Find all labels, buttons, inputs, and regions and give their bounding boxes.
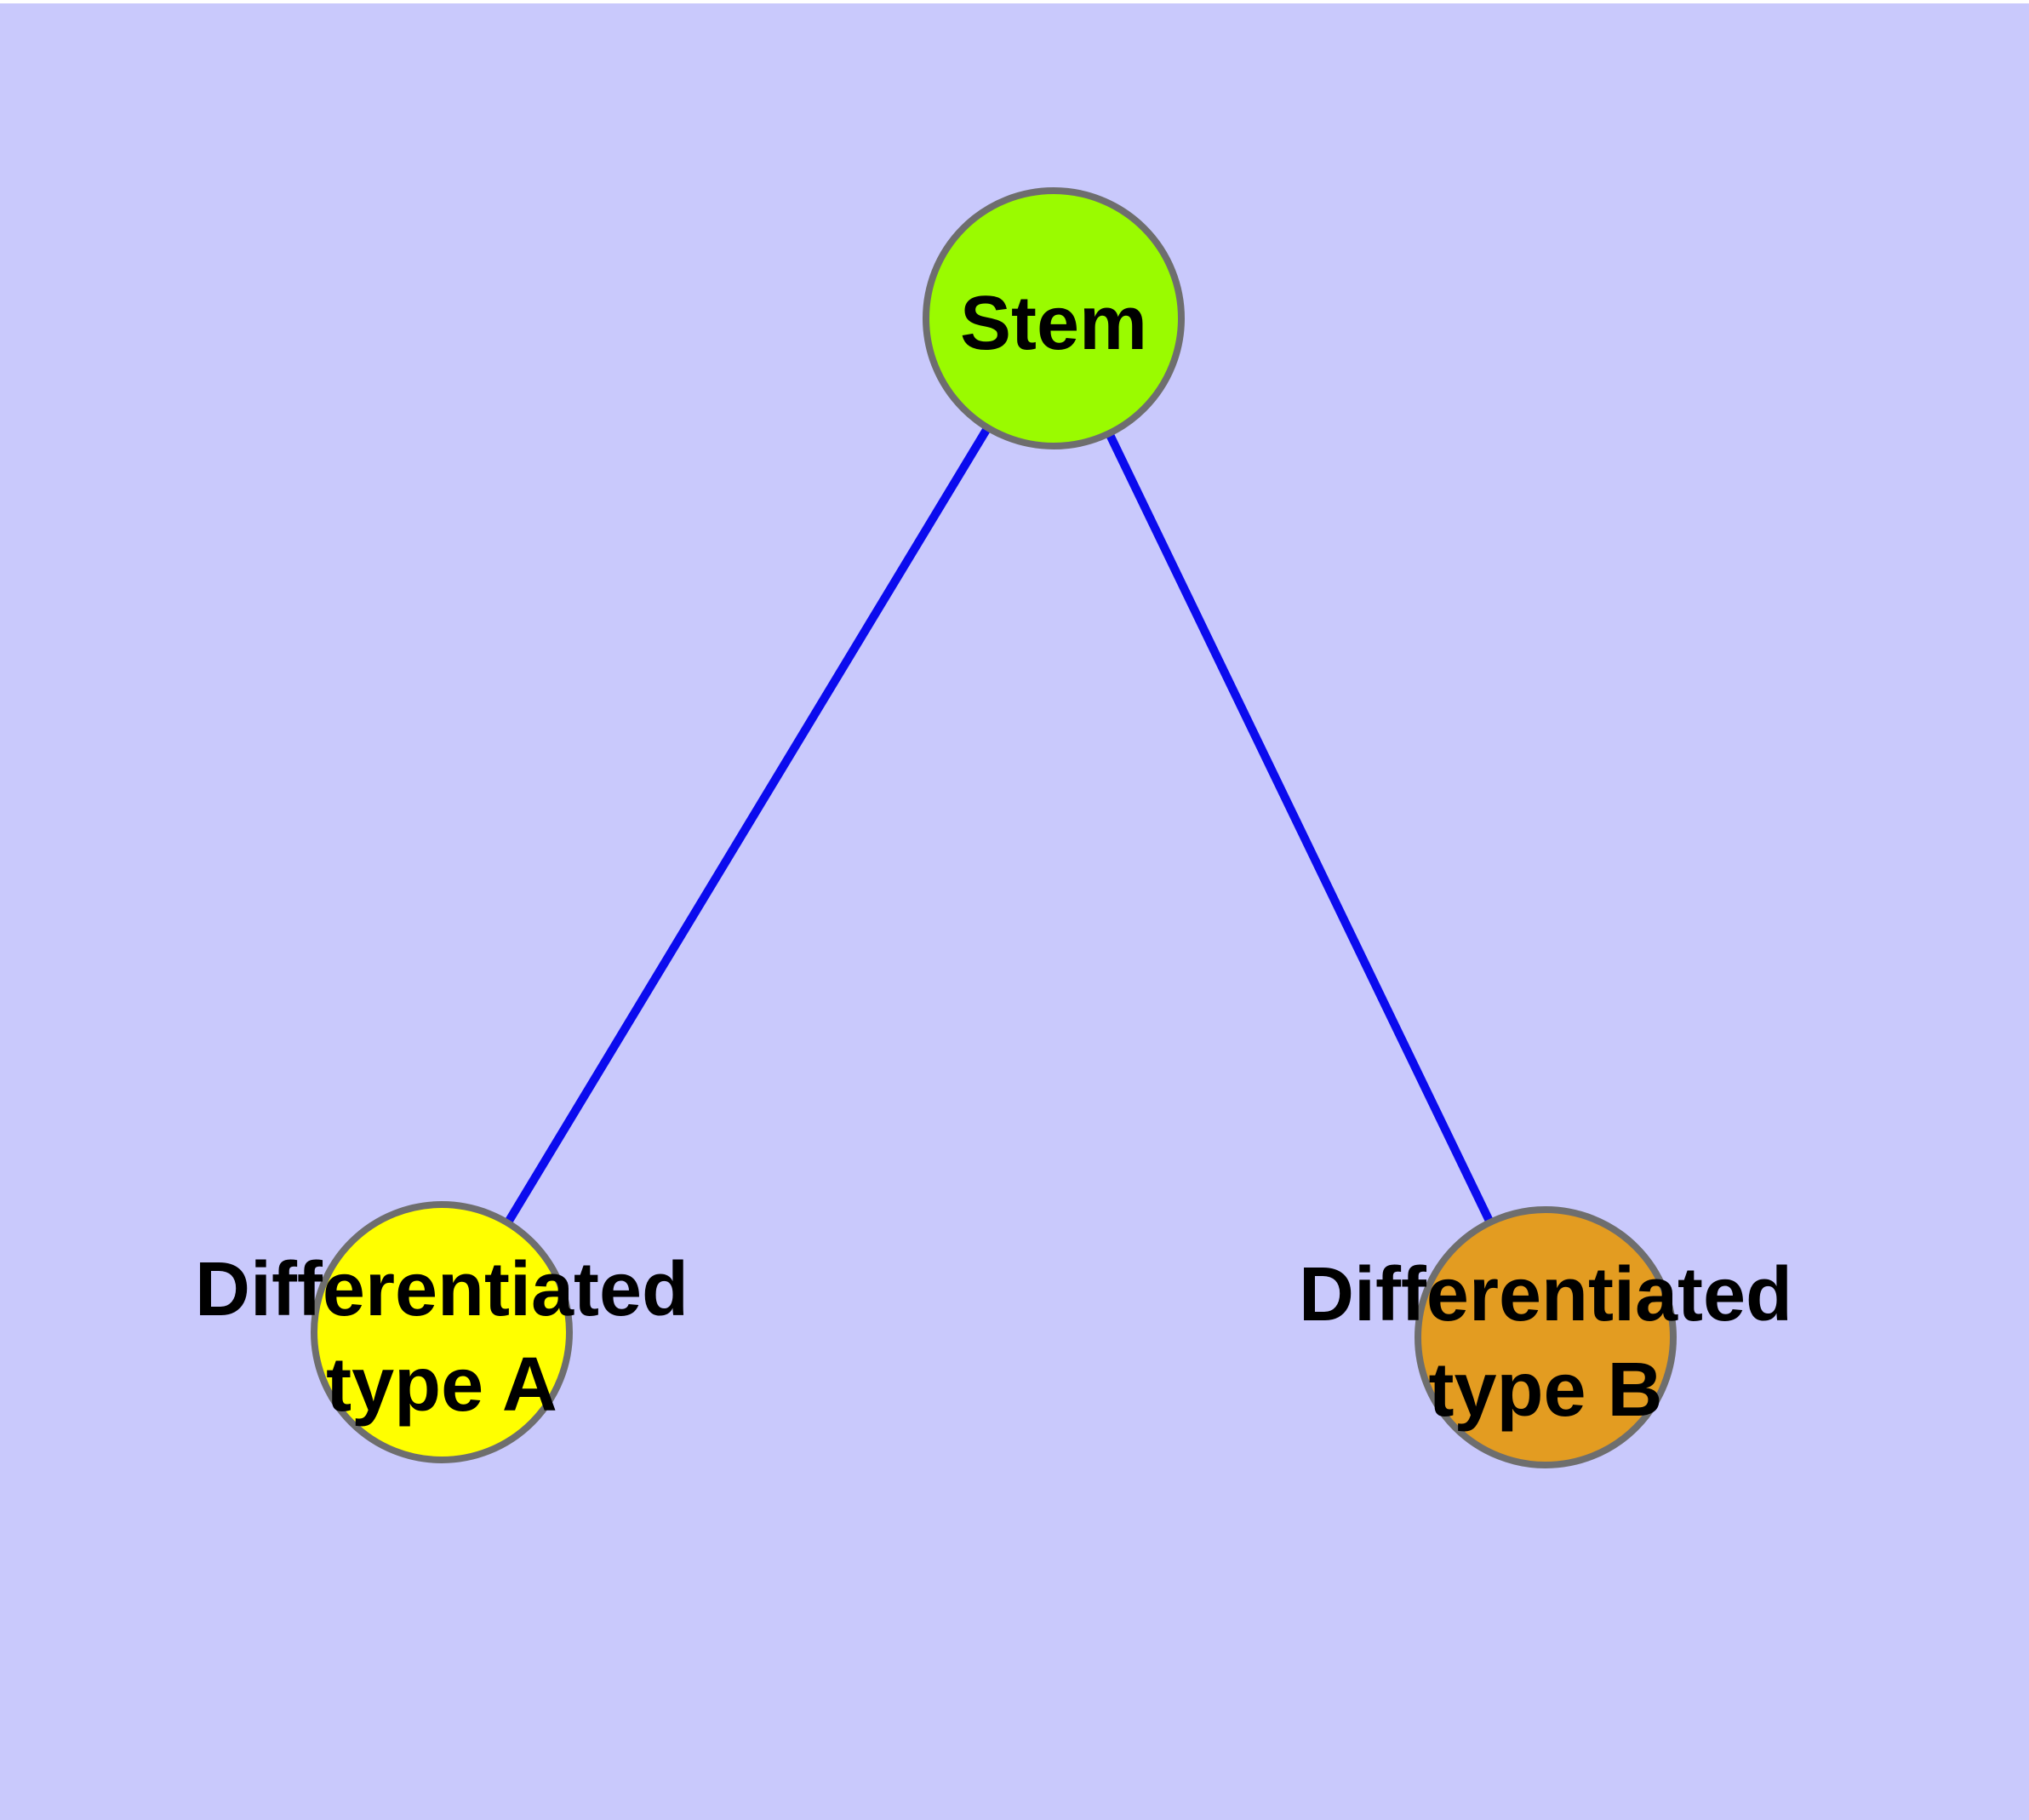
edge-stem-type-a — [437, 316, 1058, 1335]
node-label-line: Differentiated — [195, 1247, 689, 1332]
node-type-b — [1415, 1206, 1677, 1468]
node-stem — [923, 187, 1185, 449]
node-label-type-a: Differentiated type A — [195, 1247, 689, 1428]
node-label-stem: Stem — [960, 281, 1147, 366]
edge-stem-type-b — [1049, 316, 1550, 1340]
node-label-line: type A — [326, 1342, 557, 1428]
node-label-line: Differentiated — [1299, 1252, 1792, 1337]
node-label-line: type B — [1428, 1348, 1662, 1433]
canvas-top-edge — [0, 0, 2029, 3]
node-type-a — [311, 1201, 573, 1463]
node-label-type-b: Differentiated type B — [1299, 1252, 1792, 1433]
node-label-line: Stem — [960, 281, 1147, 366]
